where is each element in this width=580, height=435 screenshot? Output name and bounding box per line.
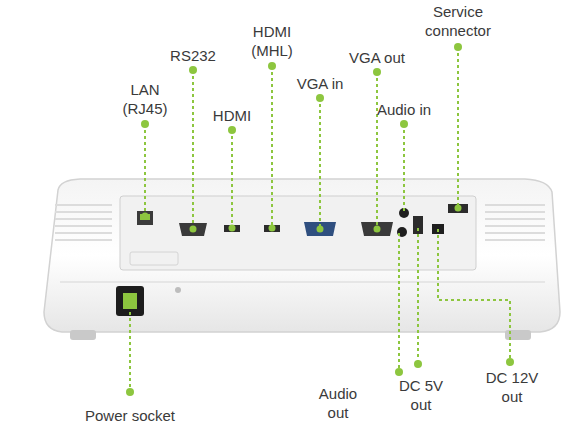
callout-label: LAN (RJ45) — [118, 80, 173, 118]
lan-port — [137, 211, 153, 225]
callout-label: Service connector — [413, 2, 503, 40]
callout-label: VGA out — [337, 48, 417, 67]
service-port — [448, 204, 468, 213]
callout-label: HDMI — [192, 106, 272, 125]
power-socket — [116, 286, 144, 316]
callout-label: DC 12V out — [484, 368, 540, 406]
hdmi-port — [224, 225, 240, 232]
leader-dot — [126, 43, 514, 396]
callout-label: Audio out — [313, 384, 363, 422]
body-seam — [60, 281, 545, 283]
model-plate — [130, 252, 178, 265]
leader-line — [130, 47, 510, 392]
callout-label: DC 5V out — [396, 376, 446, 414]
callout-label: RS232 — [153, 46, 233, 65]
callout-label: Power socket — [70, 406, 190, 425]
projector-foot — [70, 330, 96, 340]
lock-slot — [175, 287, 181, 293]
callout-label: HDMI (MHL) — [245, 22, 300, 60]
usb-port — [413, 216, 423, 234]
rs232-port — [179, 223, 207, 236]
hdmi-port — [264, 225, 280, 232]
projector-foot — [505, 330, 531, 340]
callout-label: VGA in — [280, 74, 360, 93]
callout-label: Audio in — [364, 100, 444, 119]
projector-body — [44, 179, 560, 332]
io-panel — [120, 196, 476, 270]
